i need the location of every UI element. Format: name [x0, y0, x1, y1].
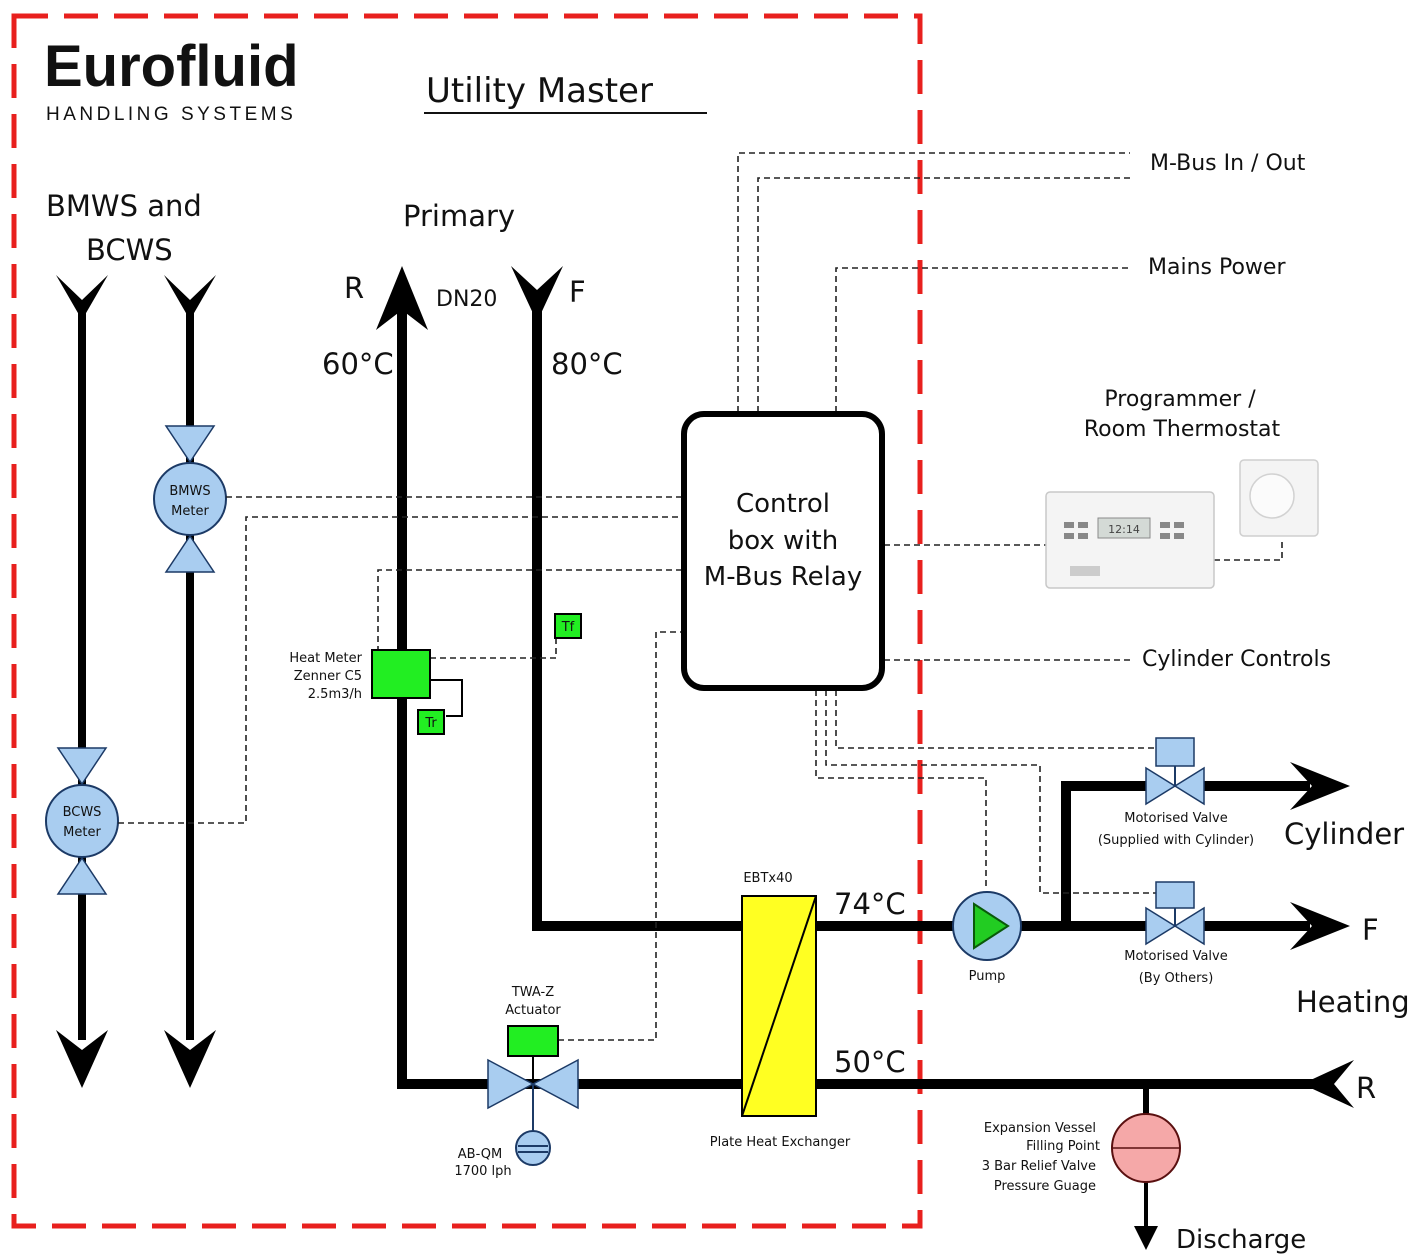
dn-label: DN20	[436, 287, 497, 312]
abqm-2-text: 1700 lph	[454, 1164, 511, 1179]
exp-1-text: Expansion Vessel	[984, 1121, 1096, 1136]
mbus-label: M-Bus In / Out	[1150, 151, 1306, 176]
mv1-2-text: (Supplied with Cylinder)	[1098, 833, 1254, 848]
control-2-text: box with	[728, 526, 838, 556]
programmer-device: 12:14	[1045, 491, 1215, 589]
motorised-valve-cylinder: Motorised Valve (Supplied with Cylinder)	[1098, 737, 1254, 848]
bcws-meter-2-text: Meter	[63, 825, 101, 840]
unit-boundary	[11, 13, 923, 1229]
mv1-1-text: Motorised Valve	[1124, 811, 1228, 826]
bmws-bcws-label-line2: BCWS	[86, 233, 173, 267]
programmer-label-line2: Room Thermostat	[1084, 417, 1281, 442]
control-3-text: M-Bus Relay	[704, 562, 862, 592]
ebt-text: EBTx40	[743, 871, 792, 886]
heating-flow-label: F	[1362, 913, 1379, 947]
plate-heat-exchanger: EBTx40 Plate Heat Exchanger	[710, 871, 851, 1150]
logo-tagline: HANDLING SYSTEMS	[46, 104, 296, 125]
primary-return-label: R	[344, 271, 364, 305]
pump-text: Pump	[969, 969, 1006, 984]
phe-text: Plate Heat Exchanger	[710, 1135, 851, 1150]
cold-water-pipes	[56, 275, 216, 1088]
primary-label: Primary	[403, 199, 515, 233]
flow-temp-sensor: Tf	[554, 613, 582, 639]
bmws-meter: BMWS Meter	[153, 425, 227, 573]
cylinder-controls-label: Cylinder Controls	[1142, 647, 1331, 672]
bmws-bcws-label-line1: BMWS and	[46, 189, 202, 223]
mv2-1-text: Motorised Valve	[1124, 949, 1228, 964]
heat-meter-3-text: 2.5m3/h	[308, 687, 362, 702]
logo: Eurofluid HANDLING SYSTEMS	[44, 34, 299, 125]
cylinder-label: Cylinder	[1284, 817, 1404, 851]
return-temp-sensor: Tr	[417, 709, 445, 735]
bmws-meter-1-text: BMWS	[169, 484, 210, 499]
tr-text: Tr	[424, 716, 437, 731]
mv2-2-text: (By Others)	[1139, 971, 1214, 986]
pump: Pump	[952, 891, 1022, 984]
heat-meter-2-text: Zenner C5	[294, 669, 362, 684]
tf-text: Tf	[561, 620, 575, 635]
control-box: Control box with M-Bus Relay	[681, 411, 885, 691]
temp-80: 80°C	[551, 347, 623, 381]
control-wiring	[118, 152, 1283, 1041]
discharge-label: Discharge	[1176, 1225, 1306, 1255]
primary-pipes	[376, 266, 1354, 1250]
mains-label: Mains Power	[1148, 255, 1286, 280]
motorised-valve-heating: Motorised Valve (By Others)	[1124, 881, 1228, 986]
twa-1-text: TWA-Z	[511, 985, 554, 1000]
twa-2-text: Actuator	[505, 1003, 561, 1018]
exp-4-text: Pressure Guage	[994, 1179, 1096, 1194]
temp-74: 74°C	[834, 887, 906, 921]
exp-2-text: Filling Point	[1026, 1139, 1100, 1154]
programmer-display: 12:14	[1108, 523, 1140, 536]
heat-meter-1-text: Heat Meter	[289, 651, 362, 666]
abqm-1-text: AB-QM	[458, 1147, 502, 1162]
logo-brand: Eurofluid	[44, 34, 299, 99]
room-thermostat-device	[1239, 459, 1319, 537]
expansion-vessel: Expansion Vessel Filling Point 3 Bar Rel…	[982, 1113, 1181, 1194]
temp-50: 50°C	[834, 1045, 906, 1079]
primary-flow-label: F	[569, 275, 586, 309]
control-1-text: Control	[736, 489, 830, 519]
bcws-meter: BCWS Meter	[45, 747, 119, 895]
heating-label: Heating	[1296, 985, 1410, 1019]
heat-meter: Heat Meter Zenner C5 2.5m3/h	[289, 649, 463, 717]
programmer-label-line1: Programmer /	[1104, 387, 1256, 412]
bcws-meter-1-text: BCWS	[63, 805, 102, 820]
ab-qm-valve: TWA-Z Actuator AB-QM 1700 lph	[454, 985, 579, 1179]
exp-3-text: 3 Bar Relief Valve	[982, 1159, 1096, 1174]
temp-60: 60°C	[322, 347, 394, 381]
heating-return-label: R	[1356, 1071, 1376, 1105]
bmws-meter-2-text: Meter	[171, 504, 209, 519]
page-title: Utility Master	[426, 71, 653, 111]
